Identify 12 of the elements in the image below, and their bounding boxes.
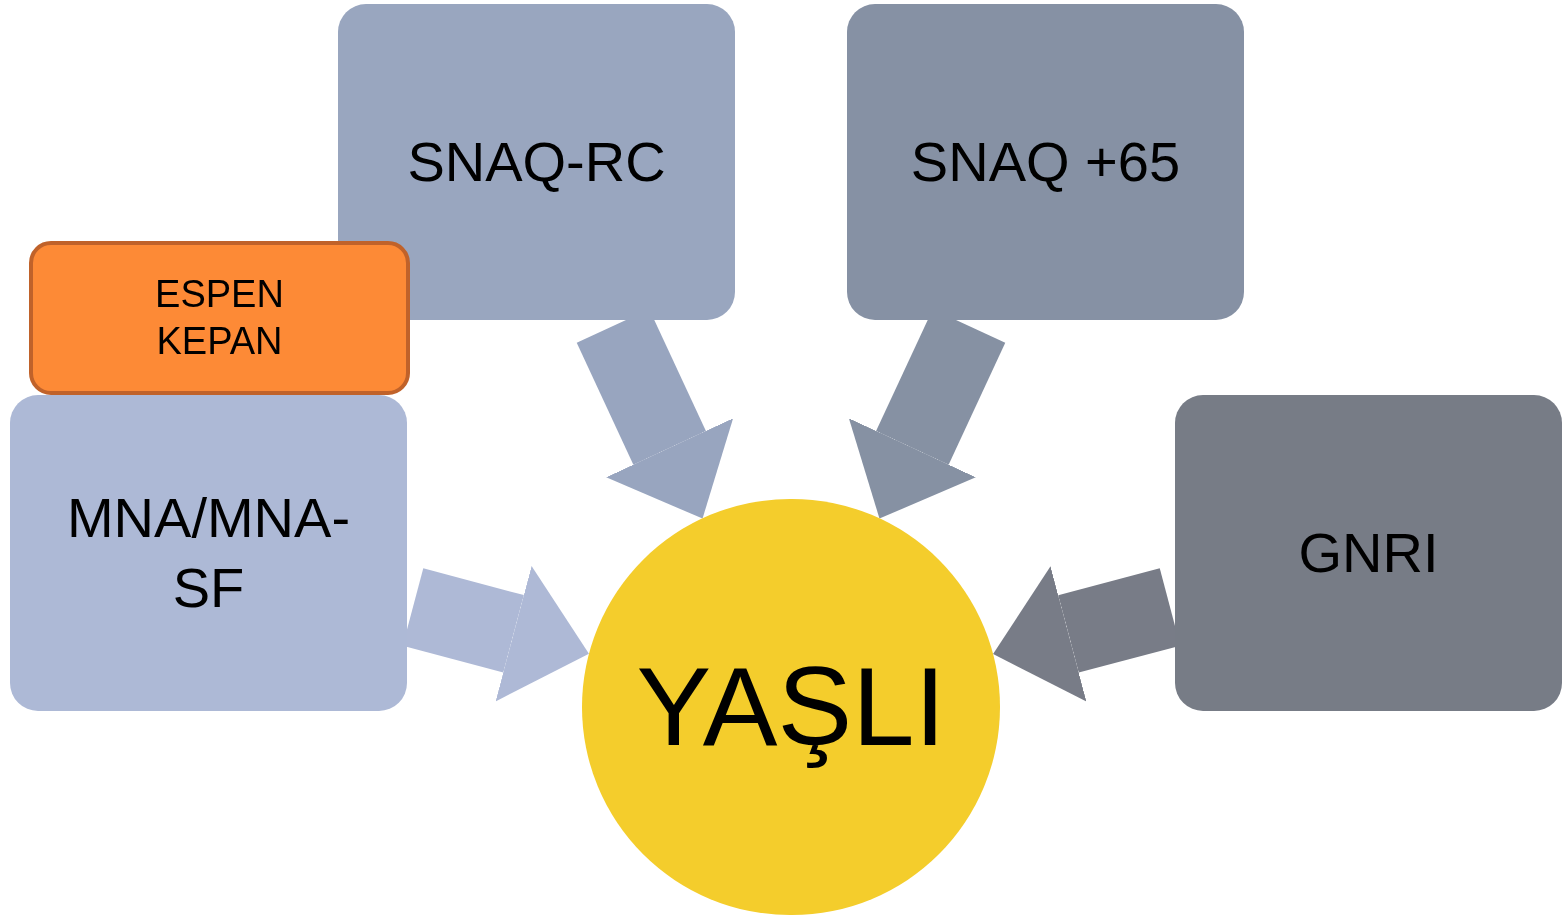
tool-box [847, 4, 1244, 320]
node-label: ESPEN [155, 271, 284, 317]
node-label: GNRI [1298, 520, 1439, 586]
tool-box [1175, 395, 1562, 711]
node-label: KEPAN [156, 319, 283, 364]
node-label: SNAQ +65 [910, 129, 1181, 195]
node-label: SNAQ-RC [407, 129, 666, 195]
node-label: YAŞLI [636, 643, 946, 771]
tag-box [29, 241, 410, 395]
tool-box [338, 4, 735, 320]
tool-box [10, 395, 407, 711]
node-label: MNA/MNA-SF [65, 485, 352, 621]
